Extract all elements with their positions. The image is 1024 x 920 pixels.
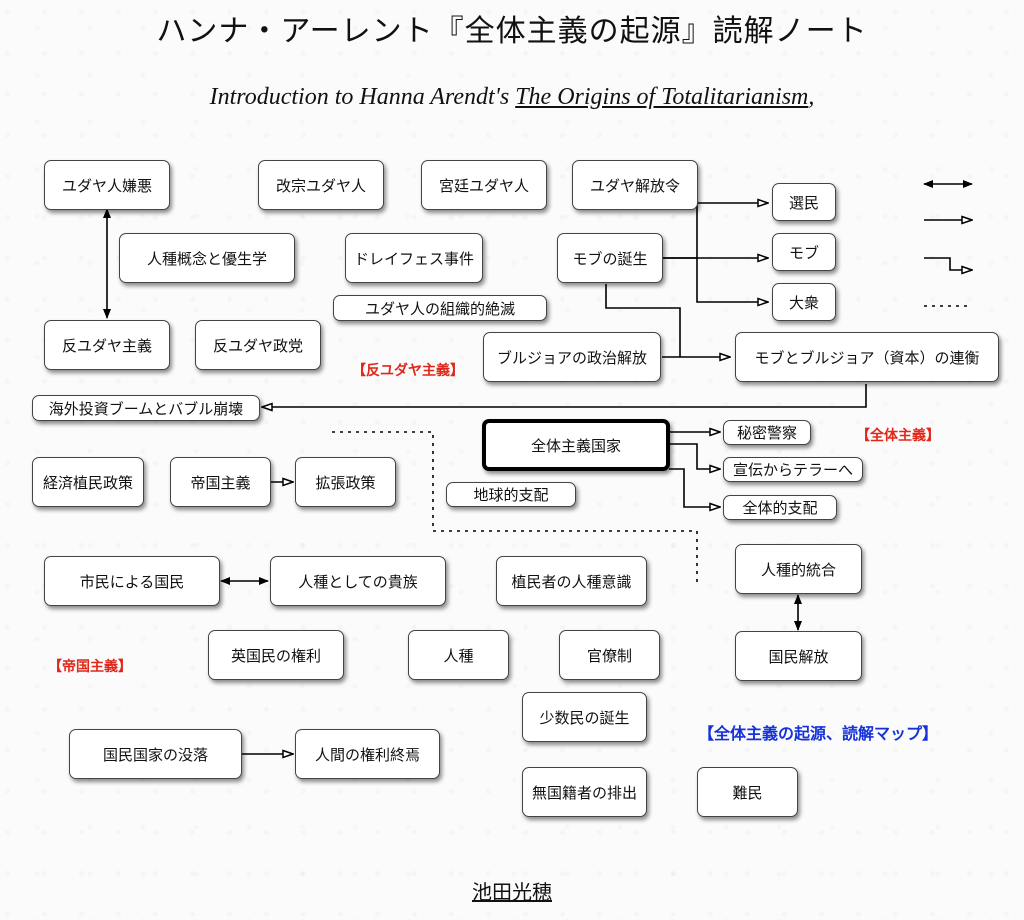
arrow-mob-renko [605, 284, 681, 357]
node-kyutei-yudaya: 宮廷ユダヤ人 [421, 160, 547, 210]
node-shokuminsha-ishiki: 植民者の人種意識 [496, 556, 647, 606]
node-chikyuteki-shihai: 地球的支配 [446, 482, 576, 507]
node-taishu: 大衆 [772, 283, 836, 321]
node-mukokuseki: 無国籍者の排出 [522, 767, 647, 817]
legend-elbow-arrow [924, 257, 972, 270]
node-dreyfus: ドレイフェス事件 [345, 233, 483, 283]
arrow-mob-senmin [663, 203, 768, 259]
page-title: ハンナ・アーレント『全体主義の起源』読解ノート [156, 14, 868, 49]
node-mob-bourgeois-renko: モブとブルジョア（資本）の連衡 [735, 332, 999, 382]
node-eikokumin-kenri: 英国民の権利 [208, 630, 344, 680]
node-jinshu: 人種 [408, 630, 509, 680]
section-label-imperialism: 【帝国主義】 [48, 659, 132, 675]
author-link[interactable]: 池田光穂 [472, 880, 552, 904]
node-ningen-kenri: 人間の権利終焉 [295, 729, 440, 779]
node-han-yudaya-shugi: 反ユダヤ主義 [44, 320, 170, 370]
subtitle-prefix: Introduction to Hanna Arendt's [209, 84, 516, 110]
subtitle: Introduction to Hanna Arendt's The Origi… [0, 84, 1024, 111]
arrow-mob-taishu [696, 258, 768, 302]
book-title: The Origins of Totalitarianism [515, 84, 809, 110]
node-yudaya-kaihorei: ユダヤ解放令 [572, 160, 698, 210]
node-zentaiteki-shihai: 全体的支配 [723, 495, 837, 520]
node-kanryosei: 官僚制 [559, 630, 660, 680]
node-zentai-kokka: 全体主義国家 [482, 419, 670, 471]
node-kakucho-seisaku: 拡張政策 [295, 457, 396, 507]
section-label-totalitarianism: 【全体主義】 [856, 428, 940, 444]
node-yudaya-kenno: ユダヤ人嫌悪 [44, 160, 170, 210]
section-label-antisemitism: 【反ユダヤ主義】 [352, 363, 464, 379]
node-mob: モブ [772, 233, 836, 271]
node-jinshu-kizoku: 人種としての貴族 [270, 556, 446, 606]
node-himitsu-keisatsu: 秘密警察 [723, 420, 811, 445]
node-kokumin-kokka-botsuraku: 国民国家の没落 [69, 729, 242, 779]
node-mob-tanjo: モブの誕生 [557, 233, 663, 283]
node-kokumin-kaiho: 国民解放 [735, 631, 862, 681]
map-title: 【全体主義の起源、読解マップ】 [698, 724, 939, 743]
node-keizai-shokumin: 経済植民政策 [32, 457, 144, 507]
arrow-renko-kaigai [262, 384, 867, 407]
node-kaishu-yudaya: 改宗ユダヤ人 [258, 160, 384, 210]
node-jinshuteki-togo: 人種的統合 [735, 544, 862, 594]
node-jinshu-gainen: 人種概念と優生学 [119, 233, 295, 283]
dotted-boundary [332, 431, 698, 582]
node-kaigai-toshi: 海外投資ブームとバブル崩壊 [32, 395, 260, 421]
node-soshikiteki-zetsumetsu: ユダヤ人の組織的絶滅 [333, 295, 547, 321]
arrow-zentai-senden [669, 443, 720, 469]
node-han-yudaya-seito: 反ユダヤ政党 [195, 320, 321, 370]
node-shimin-kokumin: 市民による国民 [44, 556, 220, 606]
subtitle-suffix: , [808, 84, 815, 110]
node-teikoku-shugi: 帝国主義 [170, 457, 271, 507]
node-nanmin: 難民 [697, 767, 798, 817]
node-shosumin-tanjo: 少数民の誕生 [522, 692, 647, 742]
node-bourgeois-kaiho: ブルジョアの政治解放 [483, 332, 661, 382]
arrow-zentai-zentaiteki [669, 468, 720, 507]
node-senmin: 選民 [772, 183, 836, 221]
node-senden-terror: 宣伝からテラーへ [723, 457, 863, 482]
